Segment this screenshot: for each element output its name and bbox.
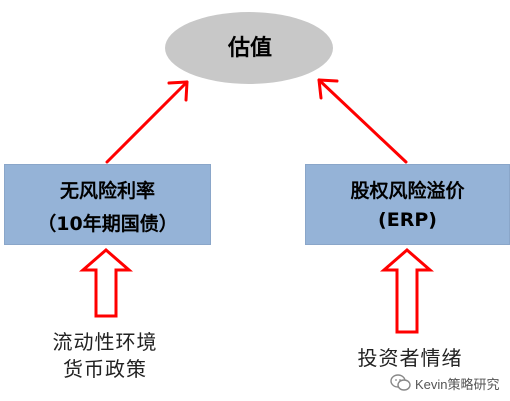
risk-free-rate-title: 无风险利率 [59,180,155,202]
watermark: Kevin策略研究 [390,373,508,393]
right-arrow-up [317,78,408,164]
liquidity-driver-text: 流动性环境 货币政策 [20,329,190,383]
valuation-label: 估值 [227,36,272,61]
equity-risk-premium-title: 股权风险溢价 [350,180,465,202]
liquidity-line: 流动性环境 [52,330,158,354]
watermark-text: Kevin策略研究 [415,376,500,392]
equity-risk-premium-subtitle: (ERP) [378,209,437,231]
right-block-arrow [379,248,435,334]
valuation-ellipse [165,12,333,84]
risk-free-rate-box: 无风险利率 （10年期国债） [4,164,211,245]
investor-sentiment-text: 投资者情绪 [357,346,463,370]
wechat-icon [390,374,411,391]
equity-risk-premium-box: 股权风险溢价 (ERP) [305,164,510,245]
left-block-arrow [78,248,134,318]
left-arrow-up [105,80,189,164]
monetary-policy-line: 货币政策 [63,357,147,381]
risk-free-rate-subtitle: （10年期国债） [37,213,178,235]
